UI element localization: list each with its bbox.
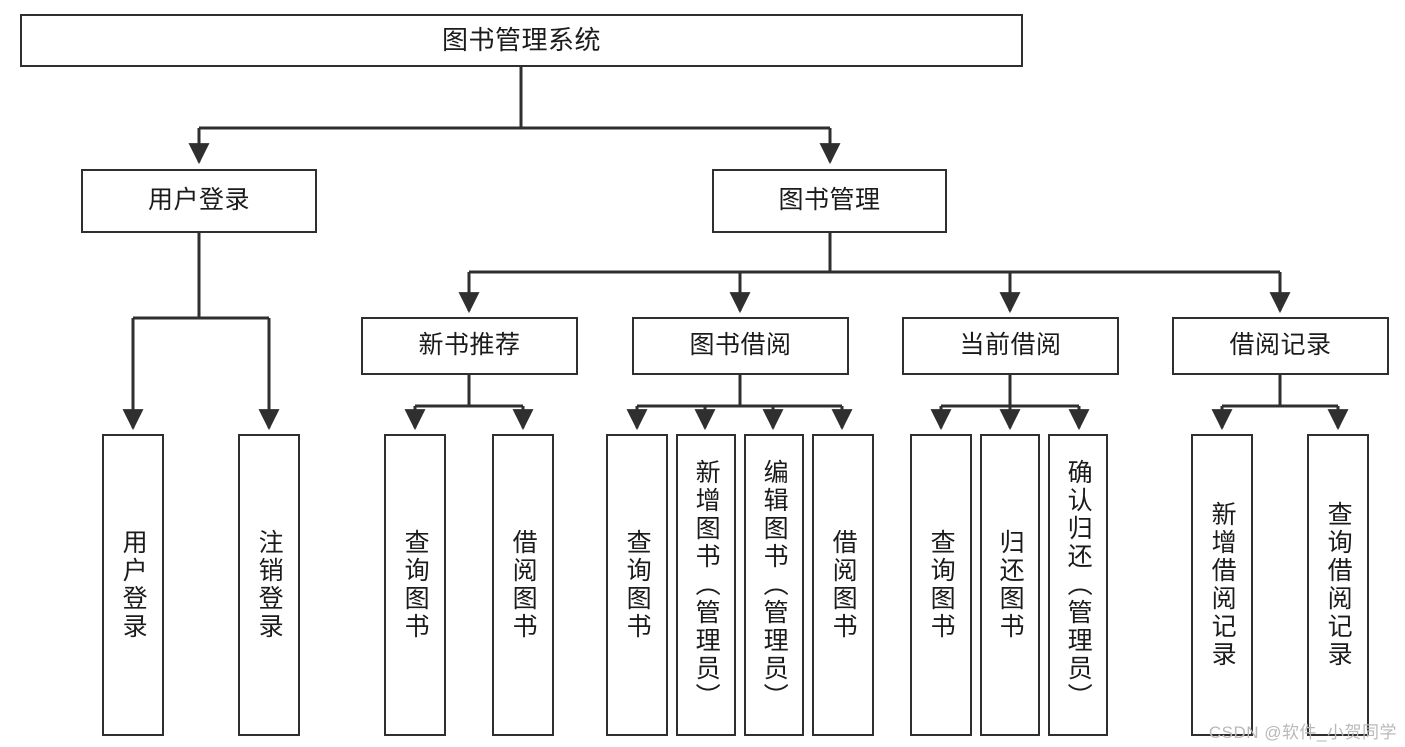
node-leaf-add-borrow-record-label: 新增借阅记录 — [1208, 501, 1237, 669]
node-leaf-logout[interactable]: 注销登录 — [238, 434, 300, 736]
node-leaf-borrow-book-label: 借阅图书 — [829, 529, 858, 641]
node-leaf-query-book-borrow[interactable]: 查询图书 — [606, 434, 668, 736]
node-user-login-label: 用户登录 — [147, 186, 250, 215]
node-leaf-borrow-book-recommend-label: 借阅图书 — [509, 529, 538, 641]
node-leaf-edit-book-admin-label: 编辑图书（管理员） — [760, 459, 789, 711]
node-root-system[interactable]: 图书管理系统 — [20, 14, 1023, 67]
node-leaf-query-book-current-label: 查询图书 — [927, 529, 956, 641]
node-leaf-edit-book-admin[interactable]: 编辑图书（管理员） — [744, 434, 804, 736]
node-book-borrow[interactable]: 图书借阅 — [632, 317, 849, 375]
node-book-management[interactable]: 图书管理 — [712, 169, 947, 233]
node-leaf-user-login-label: 用户登录 — [119, 529, 148, 641]
node-leaf-confirm-return-admin[interactable]: 确认归还（管理员） — [1048, 434, 1108, 736]
node-borrow-records-label: 借阅记录 — [1229, 331, 1332, 360]
node-new-book-recommend[interactable]: 新书推荐 — [361, 317, 578, 375]
node-book-management-label: 图书管理 — [778, 186, 881, 215]
node-new-book-recommend-label: 新书推荐 — [418, 331, 521, 360]
node-leaf-query-book-recommend-label: 查询图书 — [401, 529, 430, 641]
node-leaf-borrow-book-recommend[interactable]: 借阅图书 — [492, 434, 554, 736]
node-borrow-records[interactable]: 借阅记录 — [1172, 317, 1389, 375]
node-leaf-add-book-admin-label: 新增图书（管理员） — [692, 459, 721, 711]
node-book-borrow-label: 图书借阅 — [689, 331, 792, 360]
node-leaf-add-book-admin[interactable]: 新增图书（管理员） — [676, 434, 736, 736]
node-leaf-query-borrow-record[interactable]: 查询借阅记录 — [1307, 434, 1369, 736]
node-root-system-label: 图书管理系统 — [441, 25, 601, 56]
node-leaf-confirm-return-admin-label: 确认归还（管理员） — [1064, 459, 1093, 711]
node-leaf-query-book-current[interactable]: 查询图书 — [910, 434, 972, 736]
node-leaf-query-borrow-record-label: 查询借阅记录 — [1324, 501, 1353, 669]
node-leaf-query-book-borrow-label: 查询图书 — [623, 529, 652, 641]
node-user-login[interactable]: 用户登录 — [81, 169, 317, 233]
node-leaf-add-borrow-record[interactable]: 新增借阅记录 — [1191, 434, 1253, 736]
node-leaf-logout-label: 注销登录 — [255, 529, 284, 641]
node-current-borrow[interactable]: 当前借阅 — [902, 317, 1119, 375]
node-current-borrow-label: 当前借阅 — [959, 331, 1062, 360]
node-leaf-user-login[interactable]: 用户登录 — [102, 434, 164, 736]
node-leaf-query-book-recommend[interactable]: 查询图书 — [384, 434, 446, 736]
node-leaf-return-book[interactable]: 归还图书 — [980, 434, 1040, 736]
node-leaf-borrow-book[interactable]: 借阅图书 — [812, 434, 874, 736]
node-leaf-return-book-label: 归还图书 — [996, 529, 1025, 641]
